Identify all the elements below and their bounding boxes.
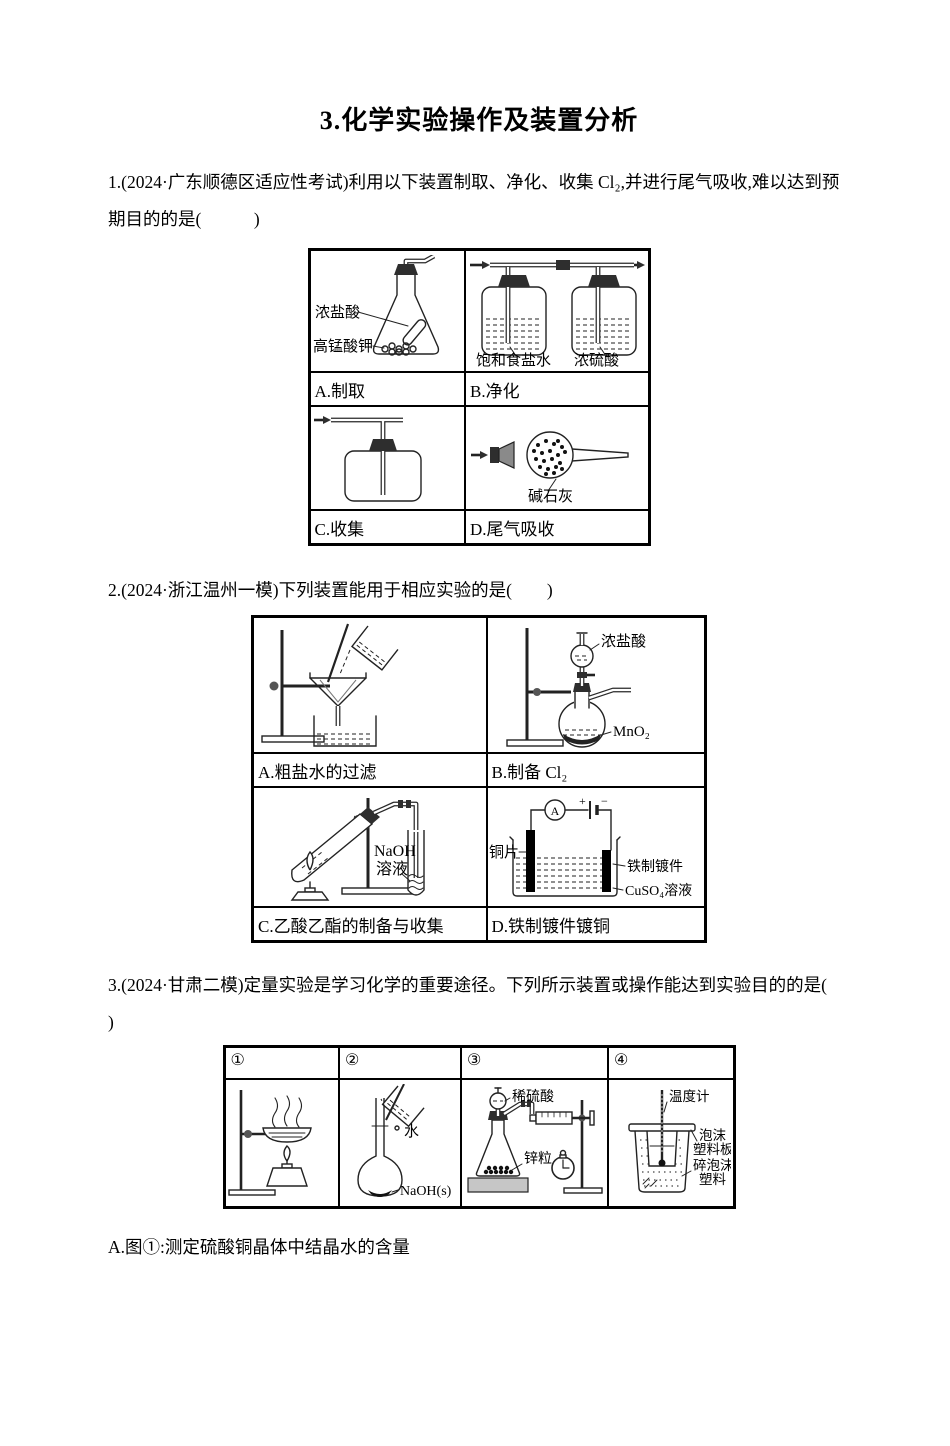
gas-in-arrow	[481, 261, 490, 269]
label-naoh: NaOH	[374, 843, 416, 860]
glass-rod	[326, 623, 349, 683]
chlorine-preparation-flask-diagram: 浓盐酸 MnO₂	[506, 628, 650, 748]
label-crushed-foam-2: 塑料	[699, 1172, 727, 1187]
crushed-foam-hatch	[642, 1177, 658, 1189]
label-thermometer: 温度计	[669, 1089, 710, 1104]
label-conc-hcl: 浓盐酸	[315, 304, 360, 321]
evaporation-setup-diagram	[228, 1090, 313, 1196]
flame	[283, 1145, 291, 1162]
q1-cell-d-diagram: 碱石灰	[464, 405, 650, 511]
q2-cell-b-diagram: 浓盐酸 MnO₂	[485, 615, 707, 754]
iron-electrode	[602, 850, 612, 892]
zinc-granules	[483, 1165, 514, 1175]
gas-in-arrow	[479, 451, 488, 459]
label-copper-sheet: 铜片	[489, 844, 519, 861]
mno2-solid	[563, 734, 602, 745]
q1-cell-b-diagram: 饱和食盐水 浓硫酸	[464, 248, 650, 373]
q2-option-b: B.制备 Cl₂	[485, 752, 707, 788]
q3-option-a-line: A.图①:测定硫酸铜晶体中结晶水的含量	[108, 1237, 410, 1257]
kmno4-granules	[381, 342, 417, 356]
q2-option-c: C.乙酸乙酯的制备与收集	[251, 906, 488, 943]
gas-rate-measure-diagram: 稀硫酸 锌粒	[467, 1087, 603, 1194]
q1-options-table: 浓盐酸 高锰酸钾	[307, 248, 651, 546]
q3-cell-3-diagram: 稀硫酸 锌粒	[460, 1078, 609, 1209]
glass-rod	[385, 1084, 405, 1121]
naoh-solid	[368, 1190, 392, 1197]
q3-cell-1-diagram	[223, 1078, 340, 1209]
ethyl-acetate-setup-diagram: NaOH 溶液	[290, 798, 425, 901]
q2-option-a: A.粗盐水的过滤	[251, 752, 488, 788]
soda-lime-granules	[531, 439, 567, 476]
label-mno2: MnO₂	[613, 724, 650, 740]
syringe-ticks	[541, 1111, 567, 1118]
filtration-setup-diagram	[261, 623, 399, 747]
q3-header-3: ③	[460, 1045, 609, 1080]
label-zinc-granules: 锌粒	[524, 1151, 552, 1167]
q3-devices-table: ① ② ③ ④	[222, 1045, 736, 1209]
ammeter-icon: A	[551, 804, 560, 818]
calorimeter-diagram: 温度计 泡沫 塑料板 碎泡沫 塑料	[628, 1089, 731, 1193]
pouring-beaker	[350, 625, 399, 671]
q3-header-1: ①	[223, 1045, 340, 1080]
battery-minus: −	[601, 794, 608, 808]
label-dilute-h2so4: 稀硫酸	[512, 1089, 554, 1105]
q1-option-d: D.尾气吸收	[464, 509, 650, 546]
soda-lime-ball-diagram: 碱石灰	[470, 431, 629, 505]
pouring-beaker	[381, 1085, 425, 1128]
q2-option-d: D.铁制镀件镀铜	[485, 906, 707, 943]
label-conc-h2so4: 浓硫酸	[574, 352, 619, 367]
label-foam-board-1: 泡沫	[699, 1128, 727, 1143]
gas-out-arrow	[636, 261, 645, 269]
q3-cell-4-diagram: 温度计 泡沫 塑料板 碎泡沫 塑料	[607, 1078, 735, 1209]
q3-cell-2-diagram: 水 NaOH(s)	[338, 1078, 462, 1209]
q3-header-2: ②	[338, 1045, 462, 1080]
question-3-stem-open: 3.(2024·甘肃二模)定量实验是学习化学的重要途径。下列所示装置或操作能达到…	[108, 975, 827, 995]
question-3-stem-close: )	[108, 1012, 114, 1032]
gas-washing-bottles-diagram: 饱和食盐水 浓硫酸	[469, 260, 645, 367]
label-kmno4: 高锰酸钾	[313, 338, 373, 355]
q1-option-a: A.制取	[308, 371, 466, 407]
label-crushed-foam-1: 碎泡沫	[693, 1158, 731, 1173]
question-1-stem: 1.(2024·广东顺德区适应性考试)利用以下装置制取、净化、收集 Cl₂,并进…	[108, 172, 840, 229]
gas-in-arrow	[323, 416, 332, 424]
label-soda-lime: 碱石灰	[528, 488, 573, 505]
q1-option-c: C.收集	[308, 509, 466, 546]
label-conc-hcl: 浓盐酸	[601, 633, 646, 650]
liquid-dashes	[485, 318, 632, 350]
electroplating-cell-diagram: A + −	[489, 794, 692, 899]
question-3-stem: 3.(2024·甘肃二模)定量实验是学习化学的重要途径。下列所示装置或操作能达到…	[108, 967, 850, 1041]
q2-cell-c-diagram: NaOH 溶液	[251, 786, 488, 908]
q1-option-b: B.净化	[464, 371, 650, 407]
question-2-stem: 2.(2024·浙江温州一模)下列装置能用于相应实验的是( )	[108, 580, 553, 600]
flame	[306, 850, 314, 871]
worksheet-page: 3.化学实验操作及装置分析 1.(2024·广东顺德区适应性考试)利用以下装置制…	[0, 102, 950, 1259]
copper-electrode	[526, 830, 536, 892]
q2-cell-d-diagram: A + −	[485, 786, 707, 908]
chlorine-generation-flask-diagram: 浓盐酸 高锰酸钾	[313, 255, 440, 356]
q3-header-4: ④	[607, 1045, 735, 1080]
page-title: 3.化学实验操作及装置分析	[319, 106, 639, 135]
vapor-wisps	[272, 1095, 303, 1128]
label-saturated-brine: 饱和食盐水	[476, 352, 551, 367]
label-cuso4-solution: CuSO₄溶液	[625, 883, 692, 899]
q2-cell-a-diagram	[251, 615, 488, 754]
battery-plus: +	[579, 794, 586, 808]
q2-options-table: 浓盐酸 MnO₂ A.粗盐水的过滤 B.制备 Cl₂	[251, 615, 707, 943]
q1-cell-c-diagram	[308, 405, 466, 511]
label-water: 水	[404, 1123, 419, 1140]
label-naoh-solid: NaOH(s)	[400, 1184, 452, 1199]
label-foam-board-2: 塑料板	[693, 1142, 731, 1157]
volumetric-flask-diagram: 水 NaOH(s)	[357, 1084, 452, 1199]
gas-collection-bottle-diagram	[314, 416, 422, 502]
q1-cell-a-diagram: 浓盐酸 高锰酸钾	[308, 248, 466, 373]
label-naoh-solution: 溶液	[376, 860, 408, 878]
label-iron-piece: 铁制镀件	[627, 858, 683, 875]
